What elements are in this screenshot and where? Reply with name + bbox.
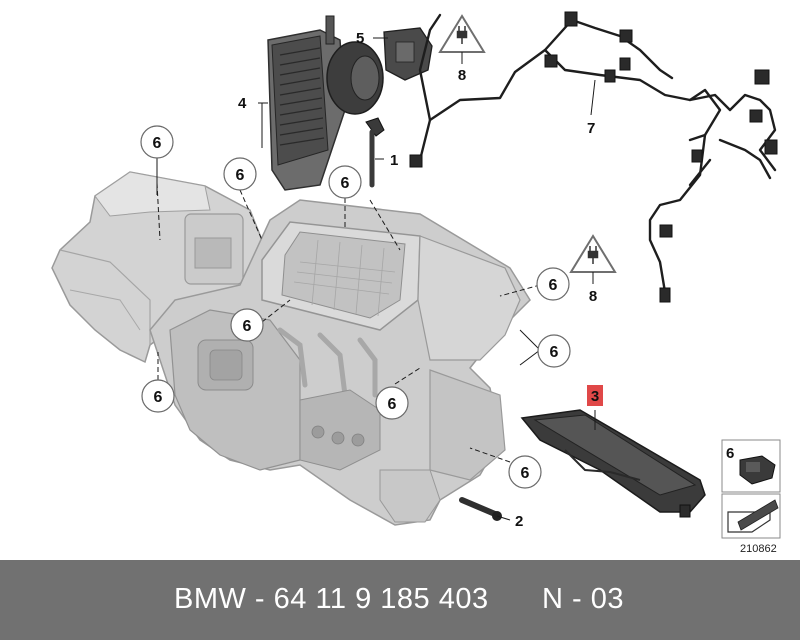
wedge-icon xyxy=(737,499,779,531)
callout-6-d: 6 xyxy=(536,267,570,301)
temperature-sensor xyxy=(365,117,385,188)
label-8-bottom: 8 xyxy=(589,288,597,305)
callout-label: 6 xyxy=(341,175,350,192)
callout-6-i: 6 xyxy=(508,455,542,489)
blower-motor xyxy=(267,15,384,191)
label-1: 1 xyxy=(390,152,398,169)
label-3-highlight: 3 xyxy=(587,385,603,406)
main-hvac-housing xyxy=(149,199,531,526)
label-2: 2 xyxy=(515,513,523,530)
callout-6-b: 6 xyxy=(223,157,257,191)
callout-6-g: 6 xyxy=(141,379,175,413)
callout-label: 6 xyxy=(243,318,252,335)
callout-label: 6 xyxy=(153,135,162,152)
inset-part-box: 6 xyxy=(721,439,781,493)
callout-label: 6 xyxy=(154,389,163,406)
warning-triangle-b: 8 xyxy=(569,234,617,305)
diagram-reference-number: 210862 xyxy=(740,543,777,555)
callout-label: 6 xyxy=(550,344,559,361)
inset-number: 6 xyxy=(726,445,734,462)
parts-diagram: 6 6 6 6 6 6 6 6 6 1 2 4 5 7 3 xyxy=(51,11,781,555)
wiring-harness xyxy=(418,13,777,294)
harness-connectors xyxy=(409,11,778,303)
callout-6-a: 6 xyxy=(140,125,174,159)
filter-element xyxy=(520,409,706,518)
callout-label: 6 xyxy=(549,277,558,294)
warning-triangle-a: 8 xyxy=(438,14,486,84)
inset-symbol-box xyxy=(721,493,781,539)
label-5: 5 xyxy=(356,30,364,47)
callout-6-c: 6 xyxy=(328,165,362,199)
callout-6-f: 6 xyxy=(537,334,571,368)
label-4: 4 xyxy=(238,95,247,112)
part-number: BMW - 64 11 9 185 403 xyxy=(174,583,489,615)
revision-code: N - 03 xyxy=(542,583,624,615)
callout-6-e: 6 xyxy=(230,308,264,342)
sensor-bottom xyxy=(459,497,502,521)
label-7: 7 xyxy=(587,120,595,137)
callout-label: 6 xyxy=(521,465,530,482)
callout-label: 6 xyxy=(388,396,397,413)
label-3: 3 xyxy=(591,388,599,405)
footer-bar: BMW - 64 11 9 185 403 N - 03 xyxy=(0,560,800,640)
callout-label: 6 xyxy=(236,167,245,184)
plug-icon xyxy=(587,246,599,264)
plug-icon xyxy=(456,26,468,44)
callout-6-h: 6 xyxy=(375,386,409,420)
leader-lines xyxy=(156,37,596,521)
label-8-top: 8 xyxy=(458,67,466,84)
